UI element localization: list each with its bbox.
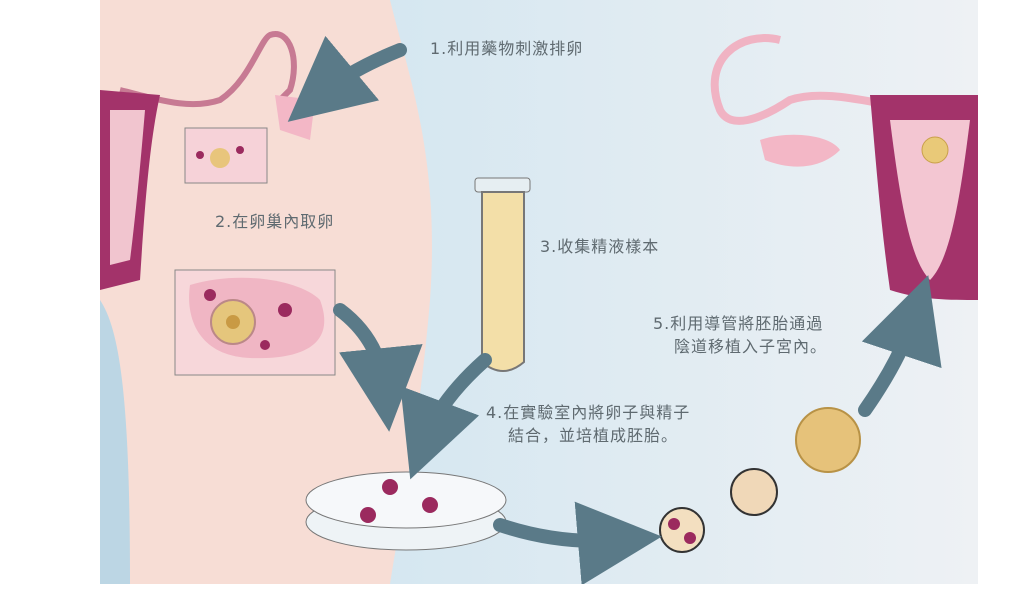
step1-label: 1.利用藥物刺激排卵 bbox=[430, 39, 584, 58]
step5-label-line2: 陰道移植入子宮內。 bbox=[674, 337, 828, 356]
step5-label-line1: 5.利用導管將胚胎通過 bbox=[653, 314, 824, 333]
process-arrows bbox=[287, 35, 942, 584]
arrow-step1 bbox=[287, 35, 407, 122]
arrow-dish-to-embryo bbox=[493, 501, 662, 584]
illustration bbox=[100, 0, 978, 584]
step3-label: 3.收集精液樣本 bbox=[540, 237, 660, 256]
leg-shape bbox=[100, 300, 130, 584]
step4-label-line1: 4.在實驗室內將卵子與精子 bbox=[486, 403, 691, 422]
embryo-blastocyst bbox=[795, 407, 861, 473]
test-tube bbox=[474, 177, 531, 372]
step4-label-line2: 結合，並培植成胚胎。 bbox=[508, 426, 679, 445]
uterus-right bbox=[710, 34, 978, 300]
arrow-to-dish bbox=[333, 303, 423, 432]
arrow-to-uterus bbox=[858, 275, 942, 417]
embryo-morula bbox=[730, 468, 778, 516]
petri-dish bbox=[305, 471, 507, 551]
arrow-tube-to-dish bbox=[400, 353, 492, 480]
embryo-2cell bbox=[659, 507, 705, 553]
step2-label: 2.在卵巢內取卵 bbox=[215, 212, 335, 231]
ivf-diagram: 1.利用藥物刺激排卵 2.在卵巢內取卵 3.收集精液樣本 4.在實驗室內將卵子與… bbox=[100, 0, 978, 584]
